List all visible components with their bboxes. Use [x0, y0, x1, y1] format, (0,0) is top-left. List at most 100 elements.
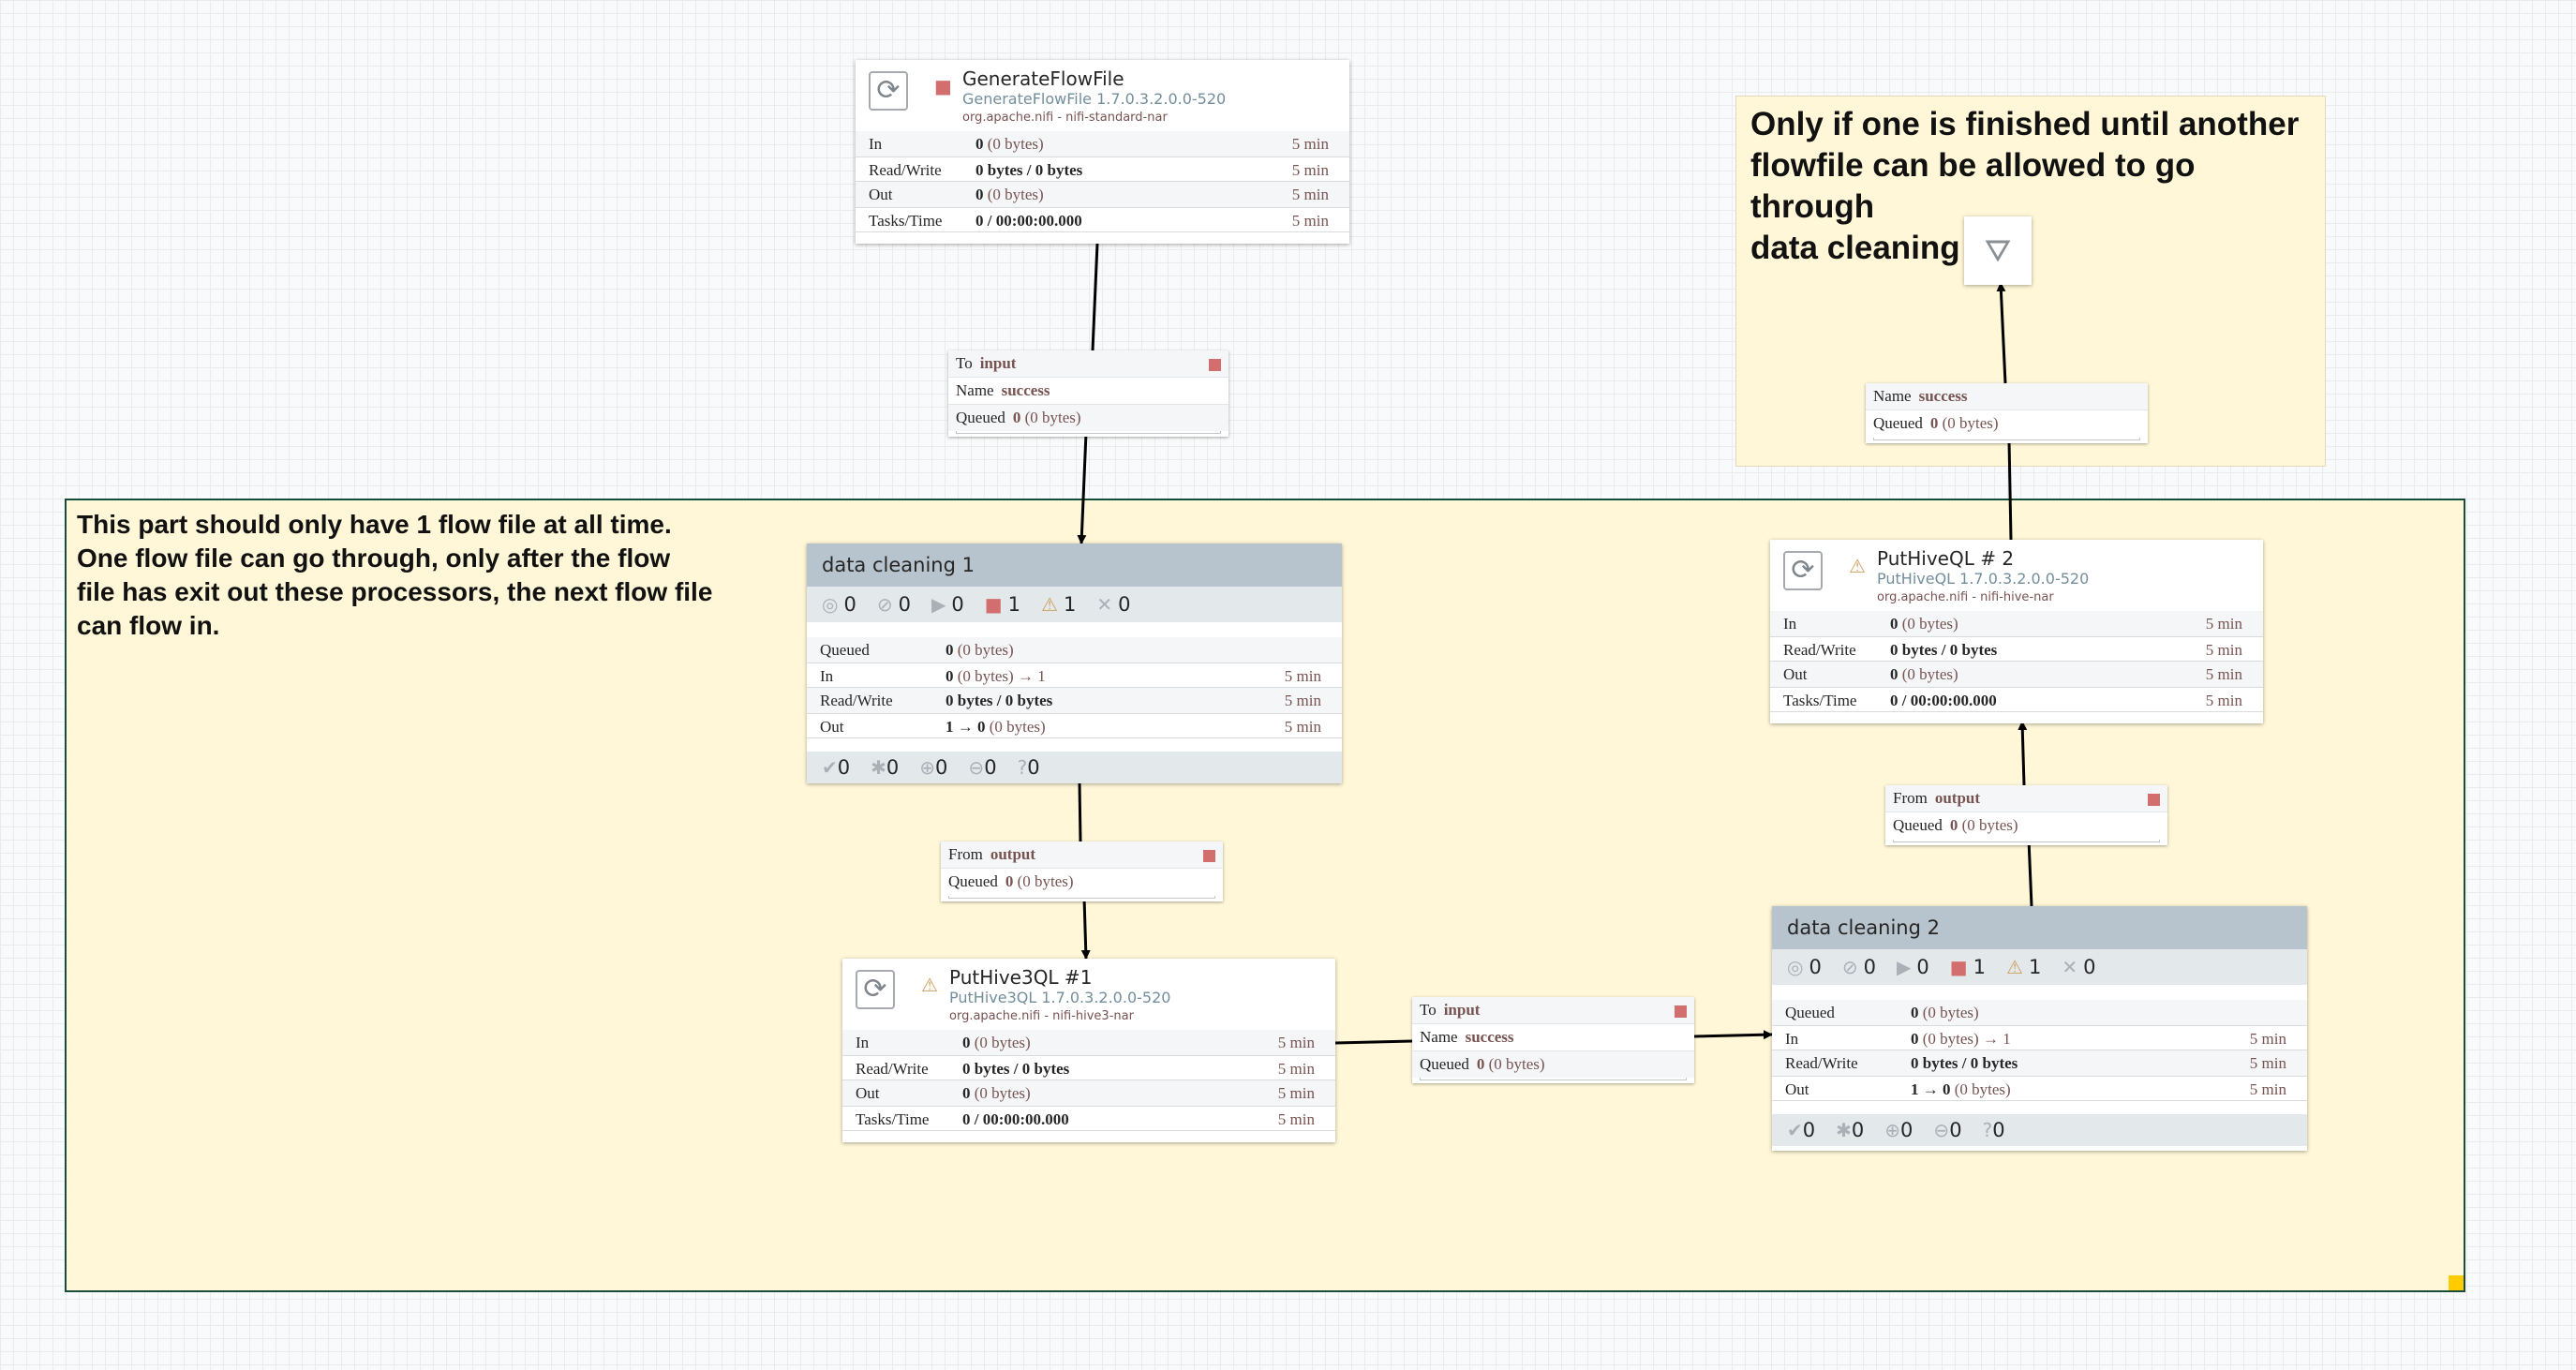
stop-icon	[1675, 1005, 1687, 1018]
main-label-text: This part should only have 1 flow file a…	[77, 510, 713, 640]
processor-name: PutHive3QL #1	[949, 966, 1093, 989]
running-icon: ▶	[931, 593, 946, 616]
stale-icon: ⊕	[1884, 1119, 1901, 1141]
stat-tasks: Tasks/Time 0 / 00:00:00.000 5 min	[842, 1106, 1335, 1131]
sync-failure-icon: ?	[1982, 1119, 1993, 1141]
processor-bundle: org.apache.nifi - nifi-hive3-nar	[949, 1009, 1134, 1023]
label-resize-handle[interactable]	[2449, 1275, 2464, 1290]
edge-ph3-to-c3	[1334, 1039, 1413, 1045]
funnel-icon[interactable]: ⛛	[1964, 216, 2032, 285]
process-group-title: data cleaning 2	[1772, 906, 2307, 949]
not-transmitting-icon: ⊘	[1841, 956, 1858, 978]
processor-type: GenerateFlowFile 1.7.0.3.2.0.0-520	[962, 90, 1227, 108]
process-group-data-cleaning-2[interactable]: data cleaning 2 ◎0 ⊘0 ▶0 ■1 ⚠1 ✕0 Queued…	[1772, 906, 2307, 1151]
stale-icon: ⊕	[919, 756, 936, 779]
stat-tasks: Tasks/Time 0 / 00:00:00.000 5 min	[1770, 687, 2263, 712]
stop-icon	[2148, 794, 2160, 806]
version-status: ✔0 ✱0 ⊕0 ⊖0 ?0	[1772, 1114, 2307, 1146]
edge-c4-to-ph2	[2018, 721, 2028, 786]
edge-c1-to-dc1	[1077, 432, 1088, 544]
stat-out: Out 0 (0 bytes) 5 min	[1770, 662, 2263, 687]
processor-type: PutHive3QL 1.7.0.3.2.0.0-520	[949, 989, 1171, 1006]
stat-in: In 0 (0 bytes) 5 min	[1770, 611, 2263, 636]
processor-puthiveql-2[interactable]: ⟳ ⚠ PutHiveQL # 2 PutHiveQL 1.7.0.3.2.0.…	[1770, 540, 2263, 723]
stat-out: Out 0 (0 bytes) 5 min	[842, 1080, 1335, 1106]
sync-failure-icon: ?	[1017, 756, 1028, 779]
stat-out: Out 1 → 0 (0 bytes) 5 min	[1772, 1076, 2307, 1101]
processor-header: ⟳ ■ GenerateFlowFile GenerateFlowFile 1.…	[856, 60, 1349, 131]
stopped-icon: ■	[1949, 956, 1968, 978]
stat-readwrite: Read/Write 0 bytes / 0 bytes 5 min	[1772, 1050, 2307, 1076]
processor-bundle: org.apache.nifi - nifi-standard-nar	[962, 111, 1168, 125]
processor-name: GenerateFlowFile	[962, 67, 1124, 90]
process-group-data-cleaning-1[interactable]: data cleaning 1 ◎0 ⊘0 ▶0 ■1 ⚠1 ✕0 Queued…	[807, 544, 1342, 783]
modified-stale-icon: ⊖	[968, 756, 985, 779]
side-label-text: Only if one is finished until another fl…	[1750, 106, 2300, 266]
stop-icon	[1209, 359, 1221, 371]
process-group-title: data cleaning 1	[807, 544, 1342, 587]
processor-header: ⟳ ⚠ PutHiveQL # 2 PutHiveQL 1.7.0.3.2.0.…	[1770, 540, 2263, 611]
stat-in: In 0 (0 bytes) → 1 5 min	[807, 663, 1342, 688]
processor-icon: ⟳	[869, 71, 908, 111]
stat-out: Out 0 (0 bytes) 5 min	[856, 182, 1349, 207]
stat-in: In 0 (0 bytes) 5 min	[856, 131, 1349, 156]
edge-c5-to-funnel	[1996, 282, 2007, 384]
stop-icon	[1203, 850, 1215, 862]
processor-puthive3ql-1[interactable]: ⟳ ⚠ PutHive3QL #1 PutHive3QL 1.7.0.3.2.0…	[842, 959, 1335, 1142]
locally-modified-icon: ✱	[871, 756, 886, 779]
warning-icon: ⚠	[1041, 593, 1058, 616]
edge-c2-to-ph3	[1080, 897, 1091, 960]
stat-readwrite: Read/Write 0 bytes / 0 bytes 5 min	[1770, 636, 2263, 662]
processor-bundle: org.apache.nifi - nifi-hive-nar	[1877, 590, 2054, 604]
transmitting-icon: ◎	[822, 593, 839, 616]
disabled-icon: ✕	[2062, 956, 2078, 978]
edge-dc2-to-c4	[2027, 839, 2033, 907]
stat-queued: Queued 0 (0 bytes)	[1772, 1000, 2307, 1025]
transmitting-icon: ◎	[1787, 956, 1804, 978]
up-to-date-icon: ✔	[1787, 1119, 1803, 1141]
edge-ph2-to-c5	[2007, 439, 2013, 541]
edge-gen-to-c1	[1091, 243, 1099, 351]
edge-c3-to-dc2	[1693, 1030, 1773, 1040]
queue-bar	[1873, 438, 2140, 440]
stat-readwrite: Read/Write 0 bytes / 0 bytes 5 min	[842, 1055, 1335, 1080]
processor-header: ⟳ ⚠ PutHive3QL #1 PutHive3QL 1.7.0.3.2.0…	[842, 959, 1335, 1030]
processor-generateflowfile[interactable]: ⟳ ■ GenerateFlowFile GenerateFlowFile 1.…	[856, 60, 1349, 244]
stopped-icon: ■	[984, 593, 1003, 616]
processor-type: PutHiveQL 1.7.0.3.2.0.0-520	[1877, 570, 2090, 588]
up-to-date-icon: ✔	[822, 756, 838, 779]
warning-icon: ⚠	[2006, 956, 2023, 978]
queue-bar	[1420, 1078, 1687, 1080]
queue-bar	[1893, 840, 2160, 842]
stat-readwrite: Read/Write 0 bytes / 0 bytes 5 min	[856, 156, 1349, 182]
queue-bar	[956, 431, 1221, 434]
stat-tasks: Tasks/Time 0 / 00:00:00.000 5 min	[856, 207, 1349, 232]
queue-bar	[948, 896, 1215, 899]
processor-icon: ⟳	[1783, 551, 1823, 590]
disabled-icon: ✕	[1096, 593, 1113, 616]
warning-icon: ⚠	[921, 974, 938, 996]
stat-queued: Queued 0 (0 bytes)	[807, 637, 1342, 663]
processor-icon: ⟳	[856, 970, 895, 1009]
warning-icon: ⚠	[1849, 555, 1866, 577]
stat-in: In 0 (0 bytes) 5 min	[842, 1030, 1335, 1055]
not-transmitting-icon: ⊘	[876, 593, 893, 616]
process-group-counts: ◎0 ⊘0 ▶0 ■1 ⚠1 ✕0	[1772, 949, 2307, 985]
stop-icon: ■	[934, 75, 952, 97]
stat-in: In 0 (0 bytes) → 1 5 min	[1772, 1025, 2307, 1050]
version-status: ✔0 ✱0 ⊕0 ⊖0 ?0	[807, 752, 1342, 783]
running-icon: ▶	[1896, 956, 1912, 978]
stat-out: Out 1 → 0 (0 bytes) 5 min	[807, 713, 1342, 738]
stat-readwrite: Read/Write 0 bytes / 0 bytes 5 min	[807, 688, 1342, 713]
processor-name: PutHiveQL # 2	[1877, 547, 2015, 570]
locally-modified-icon: ✱	[1836, 1119, 1852, 1141]
modified-stale-icon: ⊖	[1933, 1119, 1950, 1141]
process-group-counts: ◎0 ⊘0 ▶0 ■1 ⚠1 ✕0	[807, 587, 1342, 622]
